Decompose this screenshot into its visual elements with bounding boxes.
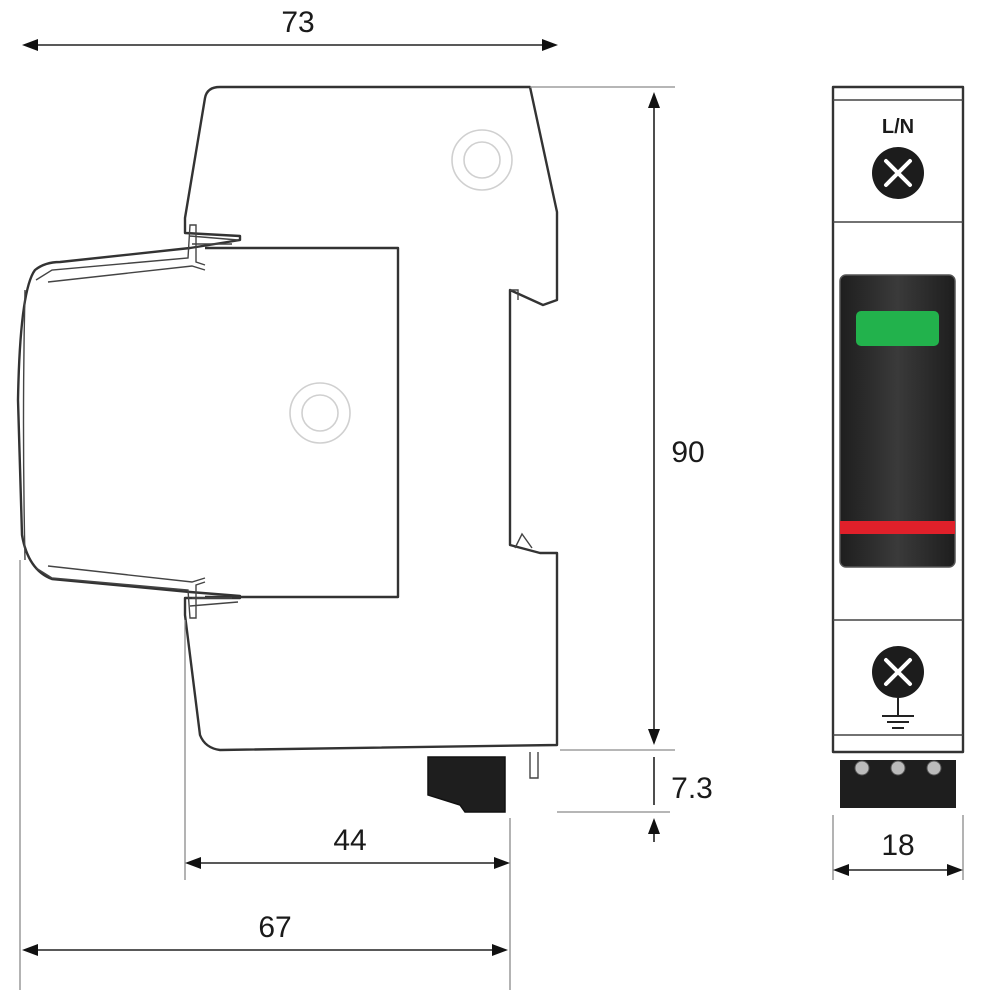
ground-icon: [882, 698, 914, 729]
front-cover: [205, 246, 400, 599]
bottom-terminal-block: [427, 756, 506, 813]
status-window: [839, 274, 956, 568]
watermark-logo-icon: [289, 129, 513, 444]
side-view: [16, 85, 559, 813]
status-indicator-green: [856, 311, 939, 346]
dim-mounting-depth: 67: [258, 911, 291, 944]
dimension-lines: 73 90 7.3 44 67 18: [19, 6, 964, 990]
dim-terminal-offset: 7.3: [671, 772, 713, 805]
cross-screw-icon: [872, 646, 924, 698]
status-fail-band: [840, 521, 955, 534]
housing-outline: [16, 85, 559, 752]
upper-clip: [35, 224, 239, 283]
cover-curve: [22, 289, 26, 561]
rail-notch-top: [510, 289, 519, 300]
bottom-pin: [529, 752, 539, 779]
cross-screw-icon: [872, 147, 924, 199]
terminal-label-ln: L/N: [882, 116, 914, 138]
dim-overall-width: 73: [281, 6, 314, 39]
front-view: L/N: [831, 85, 965, 808]
rail-notch-bottom: [514, 532, 533, 549]
dim-height: 90: [671, 436, 704, 469]
front-housing: [831, 85, 965, 754]
terminal-pins: [854, 760, 942, 776]
dim-module-width: 18: [881, 829, 914, 862]
lower-clip: [35, 565, 239, 619]
dim-rail-depth: 44: [333, 824, 366, 857]
